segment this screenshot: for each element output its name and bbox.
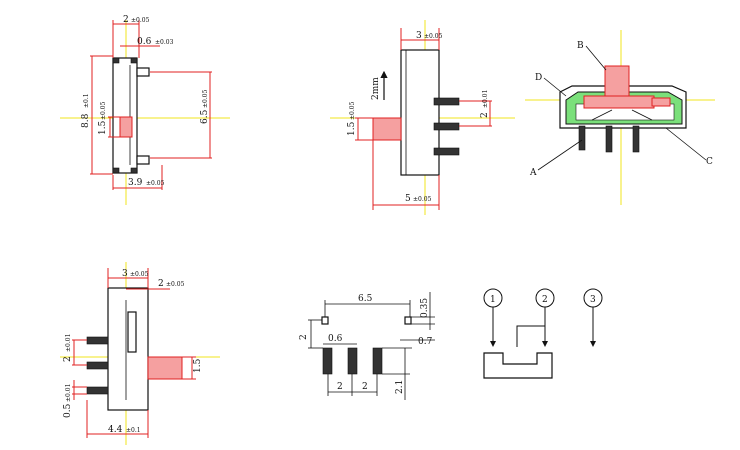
v1-dim-top-tol: ±0.05 <box>131 17 150 24</box>
v4-dim-right: 2 <box>158 279 164 289</box>
v4-dim-pin-width-tol: ±0.01 <box>65 384 72 402</box>
view-schematic: 1 2 3 <box>483 288 603 379</box>
v2-dim-actuator: 1.5 <box>347 121 357 136</box>
v4-dim-actuator: 1.5 <box>193 358 203 373</box>
view-cross-section: B D A C <box>525 30 715 205</box>
v5-dim-pad-w: 0.6 <box>328 334 343 344</box>
v1-dim-inner-height-tol: ±0.05 <box>202 89 209 108</box>
v3-label-c: C <box>706 157 713 167</box>
v3-label-d: D <box>535 73 542 83</box>
v6-pin-1: 1 <box>490 295 496 305</box>
v4-dim-right-tol: ±0.05 <box>166 281 185 288</box>
v5-dim-span: 6.5 <box>358 294 373 304</box>
v4-dim-top: 3 <box>122 269 128 279</box>
v5-dim-pitch-2: 2 <box>362 382 368 392</box>
v6-pin-2: 2 <box>542 295 548 305</box>
v2-dim-bottom: 5 <box>405 194 411 204</box>
view-side-bottom: 3 ±0.05 2 ±0.05 2 ±0.01 1.5 0.5 ±0.01 4.… <box>60 262 220 445</box>
v5-dim-pitch-1: 2 <box>337 382 343 392</box>
v2-dim-top-tol: ±0.05 <box>424 33 443 40</box>
v2-travel: 2mm <box>371 77 381 100</box>
v4-dim-top-tol: ±0.05 <box>130 271 149 278</box>
v2-dim-top: 3 <box>416 31 422 41</box>
actuator-hatch <box>372 117 402 141</box>
actuator-hatch <box>119 116 133 138</box>
v4-dim-pin-pitch: 2 <box>63 356 73 362</box>
v4-dim-pin-width: 0.5 <box>63 403 73 418</box>
actuator-hatch <box>147 356 183 380</box>
v3-label-b: B <box>577 41 584 51</box>
v1-dim-tab-tol: ±0.03 <box>155 39 174 46</box>
v5-dim-pad-len: 2.1 <box>395 380 405 394</box>
slider-hatch <box>604 65 630 99</box>
v5-dim-pad-offset: 0.7 <box>418 337 433 347</box>
v4-dim-bottom: 4.4 <box>108 425 123 435</box>
v2-dim-pin-pitch: 2 <box>480 112 490 118</box>
v1-dim-bottom: 3.9 <box>128 178 143 188</box>
v1-dim-actuator-tol: ±0.05 <box>100 101 107 120</box>
v1-dim-tab: 0.6 <box>137 37 152 47</box>
v4-dim-pin-pitch-tol: ±0.01 <box>65 334 72 352</box>
v5-dim-side: 2 <box>299 334 309 340</box>
v1-dim-height: 8.8 <box>81 113 91 128</box>
v1-dim-actuator: 1.5 <box>98 120 108 135</box>
v3-label-a: A <box>529 168 537 178</box>
v2-dim-pin-pitch-tol: ±0.01 <box>482 90 489 108</box>
v1-dim-bottom-tol: ±0.05 <box>146 180 165 187</box>
v6-pin-3: 3 <box>590 295 596 305</box>
view-side-middle: 2mm 3 ±0.05 2 ±0.01 1.5 ±0.05 5 ±0.05 <box>330 20 515 215</box>
v5-dim-tab-h: 0.35 <box>420 298 430 318</box>
v2-dim-actuator-tol: ±0.05 <box>349 101 356 120</box>
view-pcb-footprint: 6.5 0.35 2 0.6 0.7 2 2 2.1 <box>299 292 435 400</box>
view-side-left: 2 ±0.05 0.6 ±0.03 8.8 ±0.1 6.5 ±0.05 1.5… <box>60 15 230 205</box>
v4-dim-bottom-tol: ±0.1 <box>126 427 141 434</box>
v1-dim-height-tol: ±0.1 <box>83 93 90 108</box>
v2-dim-bottom-tol: ±0.05 <box>413 196 432 203</box>
v1-dim-top: 2 <box>123 15 129 25</box>
v1-dim-inner-height: 6.5 <box>200 109 210 124</box>
